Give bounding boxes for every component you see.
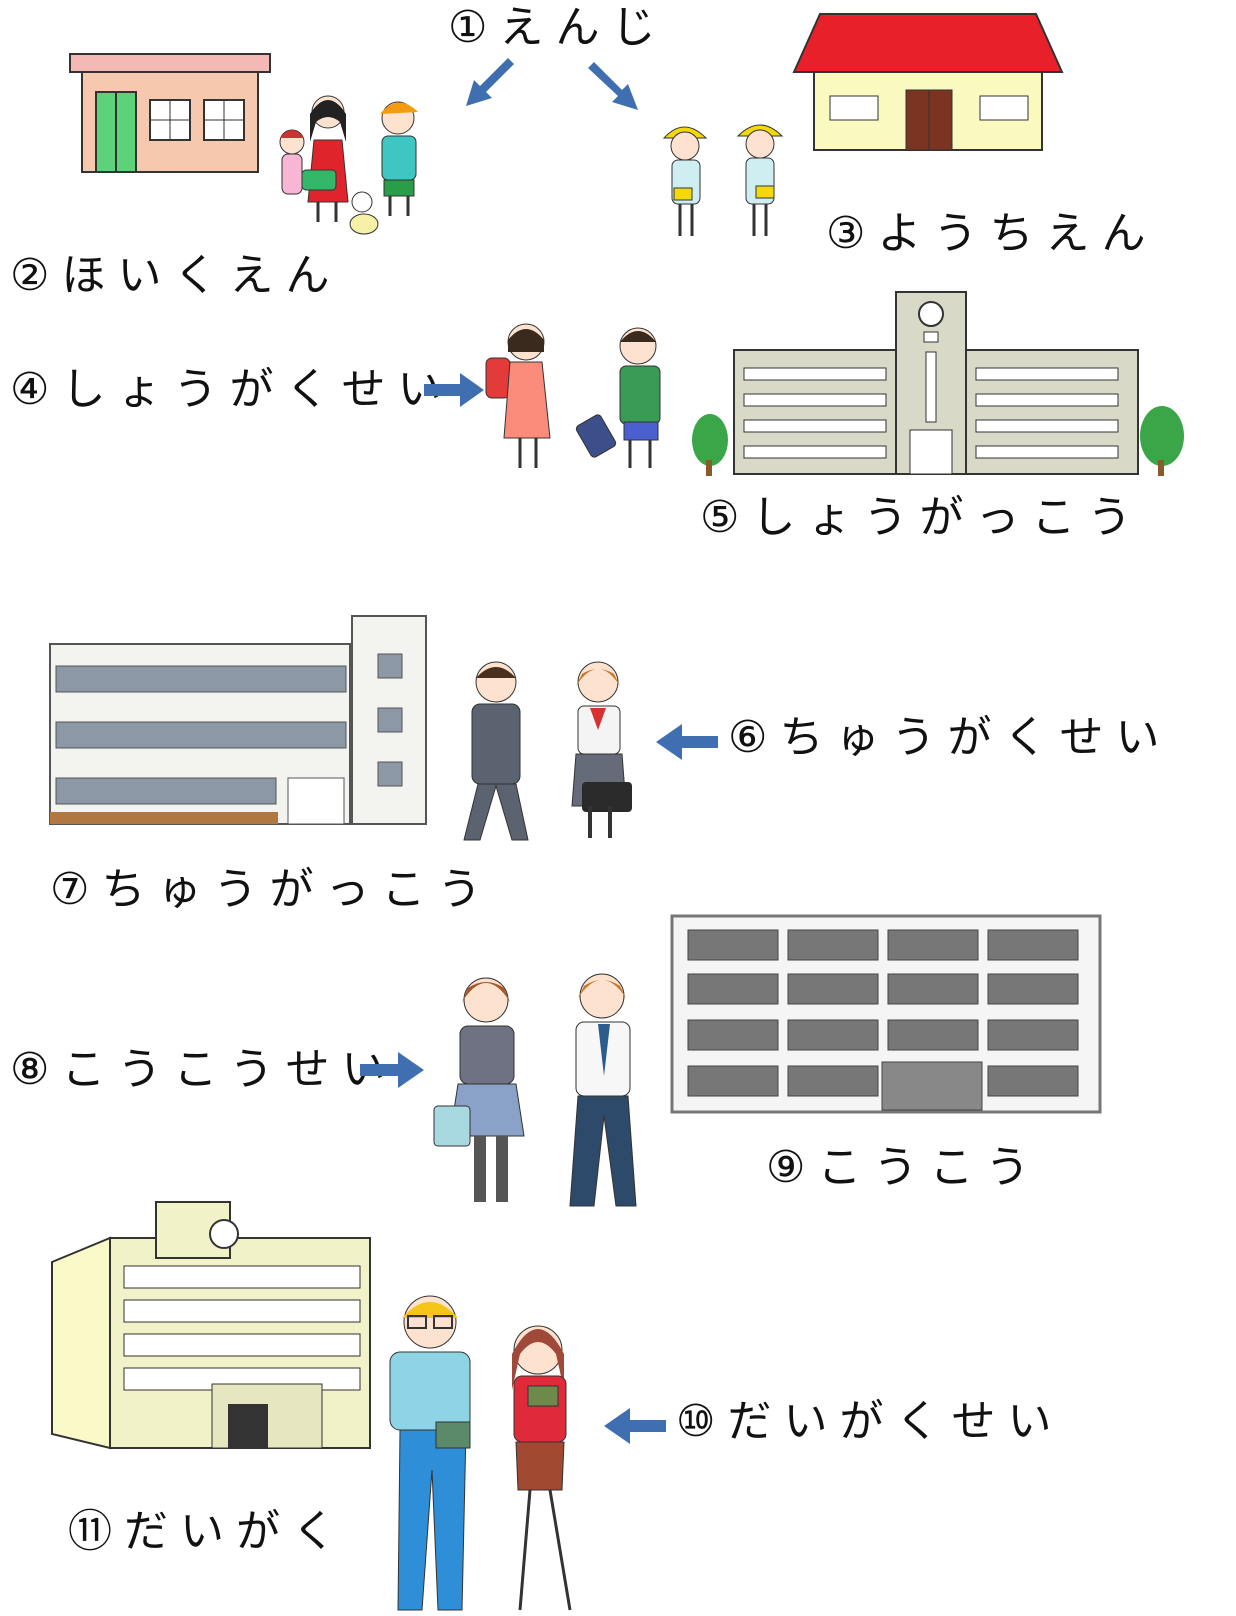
- daigakusei-students-illustration: [382, 1290, 588, 1616]
- shougakusei-children-illustration: [482, 318, 680, 476]
- label-daigakusei: ⑩だいがくせい: [676, 1396, 1064, 1447]
- hoikuen-building-illustration: [68, 52, 274, 174]
- label-chuugakkou: ⑦ちゅうがっこう: [50, 864, 494, 915]
- shougakkou-building-illustration: [688, 290, 1192, 484]
- hoikuen-children-illustration: [270, 92, 430, 242]
- koukou-building-illustration: [670, 914, 1102, 1114]
- label-daigaku: ⑪だいがく: [68, 1506, 348, 1557]
- daigaku-building-illustration: [50, 1198, 374, 1450]
- arrow-to-youchien: [584, 62, 644, 114]
- label-enji: ①えんじ: [448, 2, 668, 53]
- arrow-to-daigakusei: [604, 1408, 666, 1444]
- arrow-to-chuugakusei: [656, 724, 718, 760]
- label-koukou: ⑨こうこう: [766, 1142, 1042, 1193]
- arrow-to-hoikuen: [462, 58, 518, 110]
- label-youchien: ③ようちえん: [826, 208, 1158, 259]
- chuugakusei-students-illustration: [454, 656, 650, 846]
- youchien-children-illustration: [658, 116, 794, 244]
- label-shougakkou: ⑤しょうがっこう: [700, 492, 1144, 543]
- label-koukousei: ⑧こうこうせい: [10, 1044, 398, 1095]
- koukousei-students-illustration: [430, 966, 666, 1216]
- chuugakkou-building-illustration: [48, 614, 428, 828]
- label-hoikuen: ②ほいくえん: [10, 250, 342, 301]
- arrow-to-shougakusei: [424, 373, 486, 407]
- label-shougakusei: ④しょうがくせい: [10, 364, 454, 415]
- arrow-to-koukousei: [360, 1052, 426, 1088]
- label-chuugakusei: ⑥ちゅうがくせい: [728, 712, 1172, 763]
- youchien-building-illustration: [792, 12, 1064, 152]
